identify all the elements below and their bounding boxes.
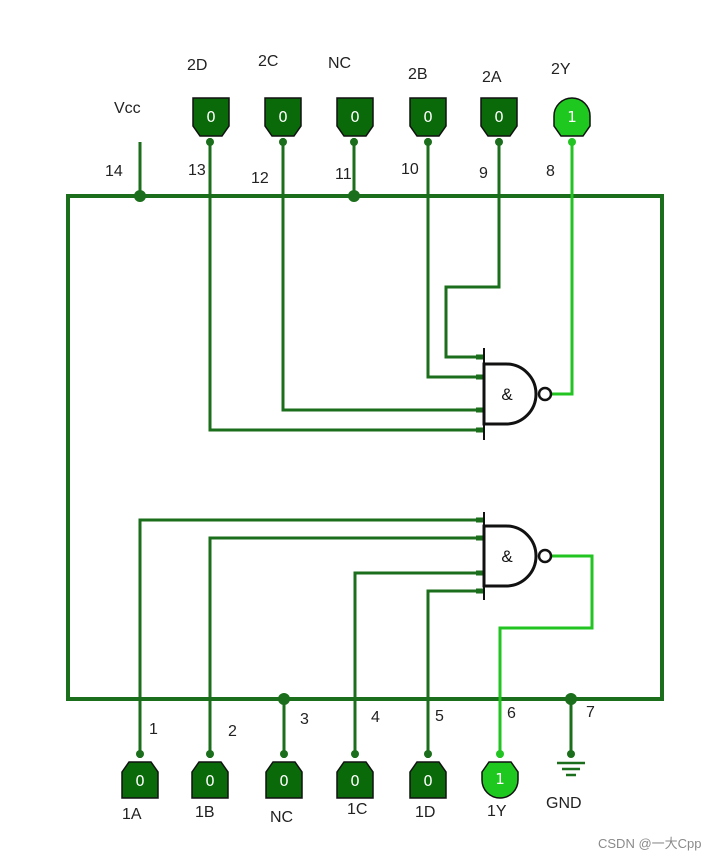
label-2a: 2A: [482, 69, 502, 86]
pin-number-9: 9: [479, 165, 488, 182]
label-1b: 1B: [195, 804, 215, 821]
watermark: CSDN @一大Cpp: [598, 836, 702, 851]
gnd-label: GND: [546, 795, 582, 812]
pin-number-13: 13: [188, 162, 206, 179]
svg-text:0: 0: [279, 772, 289, 790]
junction-dots-high: [496, 138, 576, 758]
lower-nand-gate: &: [476, 512, 553, 600]
svg-text:1: 1: [567, 108, 577, 126]
svg-text:0: 0: [494, 108, 504, 126]
probe-nc-top[interactable]: 0: [336, 97, 374, 137]
svg-text:0: 0: [423, 772, 433, 790]
upper-nand-gate: &: [476, 348, 553, 440]
junction-dots: [134, 138, 577, 758]
probe-1y[interactable]: 1: [481, 761, 519, 799]
pin-number-2: 2: [228, 723, 237, 740]
wire-2y-output: [552, 140, 574, 396]
label-2b: 2B: [408, 66, 428, 83]
svg-text:0: 0: [205, 772, 215, 790]
ic-outline: [66, 194, 664, 701]
label-2c: 2C: [258, 53, 278, 70]
wire-1y-output: [498, 554, 594, 758]
svg-text:0: 0: [350, 108, 360, 126]
pin-number-5: 5: [435, 708, 444, 725]
label-nc-top: NC: [328, 55, 351, 72]
vcc-pin-number: 14: [105, 163, 123, 180]
probe-2b[interactable]: 0: [409, 97, 447, 137]
svg-text:0: 0: [206, 108, 216, 126]
label-1y: 1Y: [487, 803, 507, 820]
probe-nc-bottom[interactable]: 0: [265, 761, 303, 799]
lower-gate-wires: [138, 518, 573, 758]
probe-1d[interactable]: 0: [409, 761, 447, 799]
probe-1a[interactable]: 0: [121, 761, 159, 799]
pin-number-6: 6: [507, 705, 516, 722]
lower-gate-symbol: &: [501, 547, 513, 566]
upper-gate-wires: [138, 138, 501, 432]
pin-number-12: 12: [251, 170, 269, 187]
pin-number-4: 4: [371, 709, 380, 726]
label-nc-bottom: NC: [270, 809, 293, 826]
probe-2y[interactable]: 1: [553, 97, 591, 137]
probe-1b[interactable]: 0: [191, 761, 229, 799]
svg-text:0: 0: [350, 772, 360, 790]
pin-number-3: 3: [300, 711, 309, 728]
svg-text:0: 0: [423, 108, 433, 126]
probe-2a[interactable]: 0: [480, 97, 518, 137]
label-2d: 2D: [187, 57, 207, 74]
pin-number-7: 7: [586, 704, 595, 721]
vcc-label: Vcc: [114, 100, 141, 117]
probe-1c[interactable]: 0: [336, 761, 374, 799]
pin-number-8: 8: [546, 163, 555, 180]
probe-2d[interactable]: 0: [192, 97, 230, 137]
label-1c: 1C: [347, 801, 367, 818]
pin-number-10: 10: [401, 161, 419, 178]
label-1a: 1A: [122, 806, 142, 823]
label-1d: 1D: [415, 804, 435, 821]
probe-2c[interactable]: 0: [264, 97, 302, 137]
ground-icon: [557, 761, 585, 777]
svg-text:1: 1: [495, 770, 505, 788]
svg-text:0: 0: [278, 108, 288, 126]
pin-number-1: 1: [149, 721, 158, 738]
upper-gate-symbol: &: [501, 385, 513, 404]
svg-text:0: 0: [135, 772, 145, 790]
label-2y: 2Y: [551, 61, 571, 78]
pin-number-11: 11: [335, 166, 352, 183]
